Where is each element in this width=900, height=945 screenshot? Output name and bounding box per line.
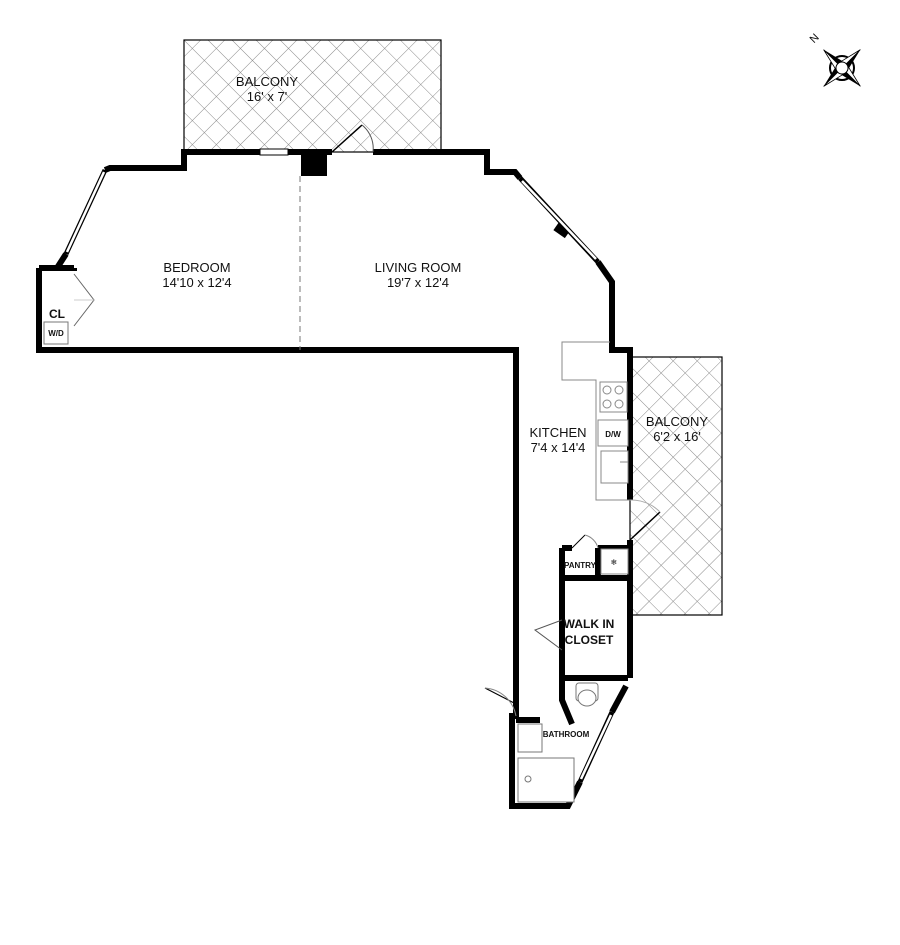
bathroom-label: BATHROOM [543,730,590,739]
kitchen-counters [561,341,630,575]
bedroom-name: BEDROOM [163,260,230,275]
column [553,221,571,239]
closet-fixtures [43,321,69,345]
balcony-top-name: BALCONY [236,74,298,89]
kitchen-sink-icon [600,450,629,484]
living-room-dims: 19'7 x 12'4 [387,275,449,290]
balcony-top-dims: 16' x 7' [247,89,287,104]
exterior-walls [36,149,633,809]
walk-in-closet-line1: WALK IN [564,617,615,631]
pantry-label: PANTRY [564,561,597,570]
compass-rose-icon: N [808,32,861,87]
living-room-name: LIVING ROOM [375,260,462,275]
balcony-right-name: BALCONY [646,414,708,429]
dishwasher-label: D/W [605,430,621,439]
bathroom-fixtures [517,682,599,803]
kitchen-name: KITCHEN [529,425,586,440]
walk-in-closet-line2: CLOSET [565,633,614,647]
balcony-right [629,356,723,616]
closet-label: CL [49,307,65,321]
balcony-top [183,39,442,153]
bedroom-dims: 14'10 x 12'4 [162,275,231,290]
compass-north-letter: N [808,32,822,46]
chimney-column [301,150,327,176]
bathroom-sink-icon [517,723,543,753]
kitchen-dims: 7'4 x 14'4 [531,440,586,455]
doors [73,124,661,717]
snowflake-icon: ❄ [611,558,618,567]
washer-dryer-label: W/D [48,329,64,338]
balcony-right-dims: 6'2 x 16' [653,429,701,444]
fridge-icon [600,548,629,575]
dishwasher-box [597,419,629,447]
windows [63,148,615,784]
stove-icon [599,381,628,413]
